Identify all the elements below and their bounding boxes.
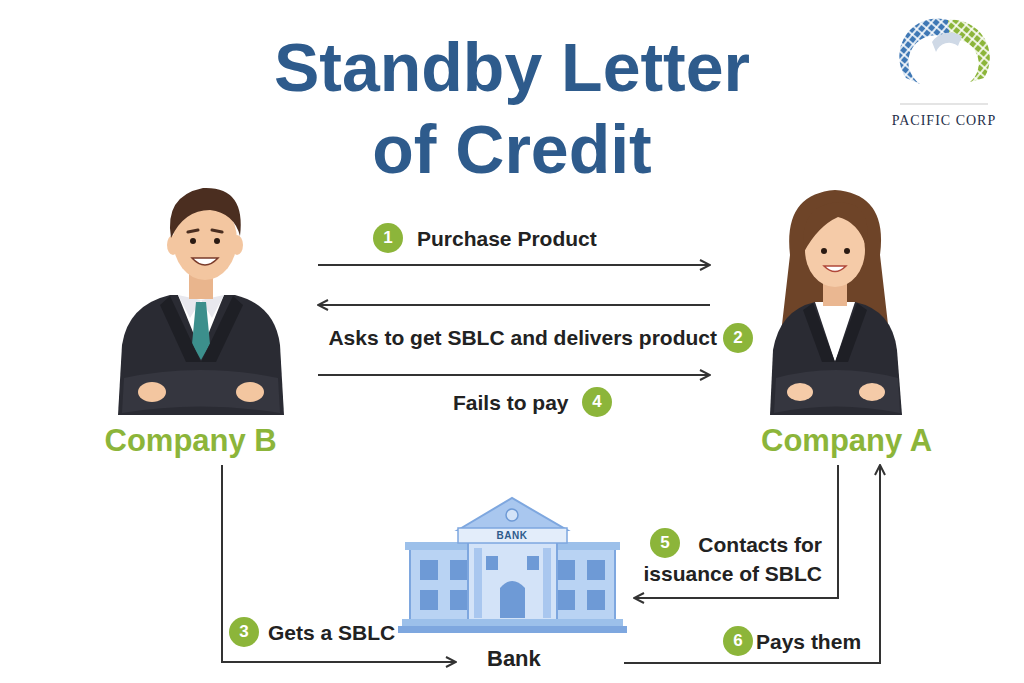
diagram-title: Standby Letter of Credit (262, 26, 762, 190)
flow-arrow (624, 465, 880, 663)
step-label: Purchase Product (417, 226, 597, 252)
company-label: Company A (761, 423, 932, 459)
step-label: Gets a SBLC (268, 620, 395, 646)
step-label: Fails to pay (453, 390, 569, 416)
callout-number: 1 (373, 223, 403, 253)
callout-number: 4 (582, 387, 612, 417)
flow-arrow (318, 304, 710, 306)
step-label: Asks to get SBLC and delivers product (328, 325, 717, 351)
flow-arrow (634, 465, 838, 598)
figure-node: Bank (460, 498, 620, 680)
step-label: Pays them (756, 629, 861, 655)
flow-arrow (318, 264, 710, 266)
figure-node: Company A (755, 195, 955, 460)
logo-mark (899, 18, 989, 104)
brand-name: PACIFIC CORP (892, 113, 996, 129)
bank-sign: BANK (497, 530, 528, 542)
flow-arrow (222, 465, 456, 662)
company-label: Company B (105, 423, 277, 459)
bank-label: Bank (487, 645, 541, 673)
callout-number: 2 (723, 323, 753, 353)
callout-number: 3 (229, 617, 259, 647)
bank-building (398, 498, 627, 633)
callout-number: 5 (650, 528, 680, 558)
callout-number: 6 (723, 626, 753, 656)
woman-figure (770, 190, 902, 415)
flow-arrow (318, 374, 710, 376)
figure-node: Company B (95, 195, 295, 460)
man-figure (118, 188, 284, 415)
